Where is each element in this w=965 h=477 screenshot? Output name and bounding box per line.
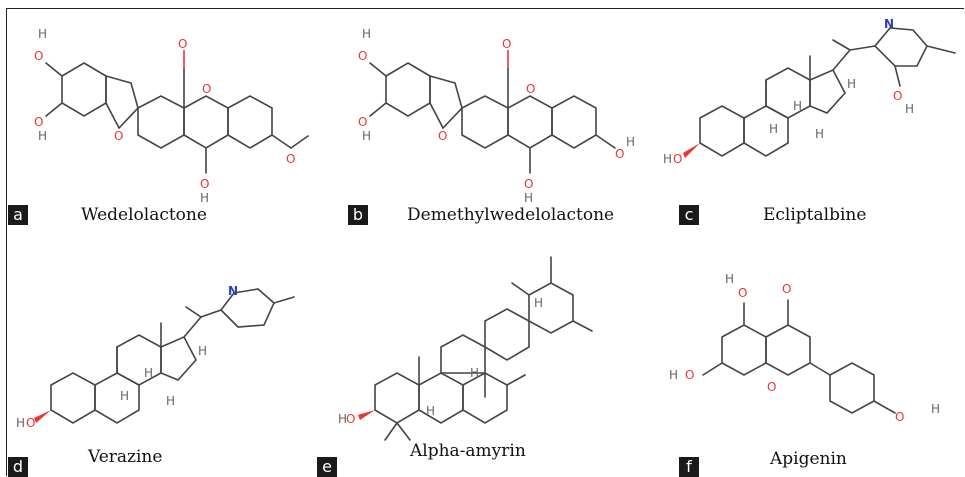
- panel-letter: c: [679, 205, 699, 225]
- compound-name: Wedelolactone: [81, 205, 207, 225]
- atom-n: N: [228, 284, 238, 298]
- atom-o: O: [685, 368, 694, 382]
- atom-o: O: [767, 380, 776, 394]
- atom-h: H: [362, 27, 371, 41]
- atom-o: O: [524, 177, 533, 191]
- atom-o: O: [738, 286, 747, 300]
- structure-apigenin: O O O H H O O H: [669, 272, 940, 424]
- atom-h: H: [847, 77, 856, 91]
- atom-o: O: [673, 152, 682, 166]
- panel-verazine: N H O H H H H d Verazine: [6, 245, 316, 477]
- atom-h: H: [198, 344, 207, 358]
- compound-name: Ecliptalbine: [763, 205, 867, 225]
- atom-h: H: [769, 122, 778, 136]
- panel-ecliptalbine: N O H H O H H H H c Ecliptalbine: [655, 8, 965, 238]
- atom-o: O: [358, 115, 367, 129]
- panel-alpha-amyrin: H O H H H e Alpha-amyrin: [317, 245, 640, 477]
- atom-h: H: [144, 366, 153, 380]
- panel-wedelolactone: O O O O H O H O H O a Wedelolactone: [6, 8, 316, 238]
- atom-o: O: [358, 49, 367, 63]
- atom-h: H: [815, 127, 824, 141]
- atom-h: H: [470, 366, 479, 380]
- atom-h: H: [669, 368, 678, 382]
- compound-name: Alpha-amyrin: [410, 441, 526, 461]
- atom-o: O: [615, 147, 624, 161]
- atom-h: H: [338, 412, 347, 426]
- compound-name: Verazine: [88, 447, 163, 467]
- atom-o: O: [895, 410, 904, 424]
- panel-letter: a: [8, 205, 28, 225]
- atom-h: H: [362, 129, 371, 143]
- atom-h: H: [200, 191, 209, 205]
- compound-name: Apigenin: [770, 449, 847, 469]
- atom-o: O: [114, 129, 123, 143]
- atom-h: H: [793, 99, 802, 113]
- atom-h: H: [931, 402, 940, 416]
- atom-h: H: [725, 272, 734, 286]
- atom-o: O: [178, 37, 187, 51]
- panel-letter: e: [317, 457, 337, 477]
- panel-letter: b: [348, 205, 368, 225]
- panel-letter: d: [8, 457, 28, 477]
- atom-h: H: [38, 27, 47, 41]
- atom-h: H: [16, 416, 25, 430]
- atom-h: H: [426, 404, 435, 418]
- atom-o: O: [26, 416, 35, 430]
- atom-o: O: [202, 82, 211, 96]
- atom-h: H: [626, 135, 635, 149]
- atom-o: O: [502, 37, 511, 51]
- compound-name: Demethylwedelolactone: [407, 205, 615, 225]
- atom-o: O: [200, 177, 209, 191]
- atom-o: O: [34, 49, 43, 63]
- panel-letter: f: [679, 457, 699, 477]
- structure-verazine: N H O H H H H: [16, 284, 295, 430]
- structure-demethylwedelolactone: O O O O H O H O H O H: [358, 27, 635, 205]
- panel-apigenin: O O O H H O O H f Apigenin: [655, 245, 965, 477]
- atom-o: O: [893, 89, 902, 103]
- atom-o: O: [526, 82, 535, 96]
- structure-alpha-amyrin: H O H H H: [338, 256, 593, 441]
- structure-wedelolactone: O O O O H O H O H O: [34, 27, 309, 205]
- atom-h: H: [534, 296, 543, 310]
- atom-h: H: [663, 152, 672, 166]
- structure-ecliptalbine: N O H H O H H H H: [663, 17, 956, 166]
- panel-demethylwedelolactone: O O O O H O H O H O H b Demethylwedelola…: [330, 8, 640, 238]
- atom-o: O: [782, 282, 791, 296]
- atom-o: O: [346, 412, 355, 426]
- atom-o: O: [438, 129, 447, 143]
- atom-o: O: [34, 115, 43, 129]
- atom-h: H: [905, 102, 914, 116]
- atom-h: H: [166, 394, 175, 408]
- atom-h: H: [38, 129, 47, 143]
- atom-o: O: [286, 152, 295, 166]
- atom-h: H: [524, 191, 533, 205]
- figure-frame: [6, 8, 964, 476]
- atom-h: H: [120, 389, 129, 403]
- atom-n: N: [884, 17, 894, 31]
